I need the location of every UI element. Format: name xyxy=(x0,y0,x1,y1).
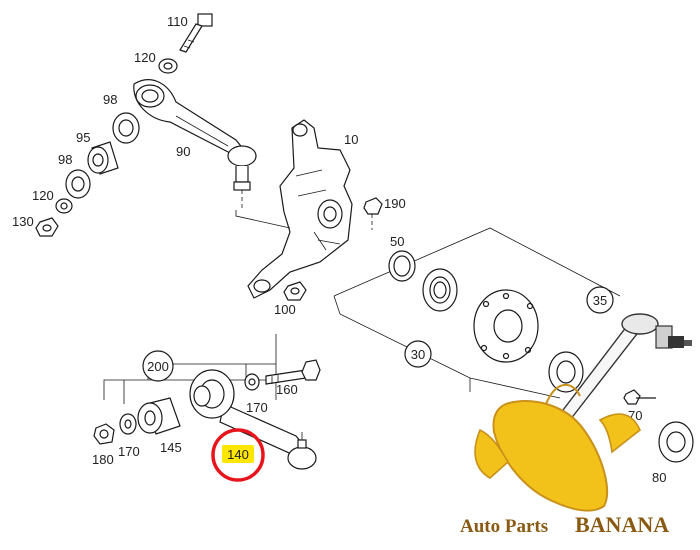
label-180: 180 xyxy=(92,452,114,467)
svg-text:200: 200 xyxy=(147,359,169,374)
brand-prefix: Auto Parts xyxy=(460,516,548,537)
bushing-145 xyxy=(137,397,181,435)
nut-130 xyxy=(35,217,59,237)
upper-arm-90 xyxy=(133,79,257,210)
label-140: 140 xyxy=(227,447,249,462)
seal-50 xyxy=(388,250,416,282)
upper-control-arm-assembly xyxy=(35,13,257,237)
bolt-70 xyxy=(623,389,656,405)
label-50: 50 xyxy=(390,234,404,249)
bolt-190 xyxy=(363,197,383,230)
label-130: 130 xyxy=(12,214,34,229)
callout-200: 200 xyxy=(142,350,174,382)
label-100: 100 xyxy=(274,302,296,317)
brand-name: BANANA xyxy=(575,512,669,537)
callout-140-highlight: 140 xyxy=(211,428,265,482)
label-80: 80 xyxy=(652,470,666,485)
callout-35: 35 xyxy=(586,286,614,314)
svg-text:35: 35 xyxy=(593,293,607,308)
label-170-right: 170 xyxy=(246,400,268,415)
label-145: 145 xyxy=(160,440,182,455)
wheel-hub-35 xyxy=(473,289,539,363)
label-10: 10 xyxy=(344,132,358,147)
bushing-98-bottom xyxy=(65,169,91,199)
wheel-bearing-30 xyxy=(422,268,458,312)
bolt-110 xyxy=(179,13,213,53)
label-98-bottom: 98 xyxy=(58,152,72,167)
label-90: 90 xyxy=(176,144,190,159)
nut-100 xyxy=(283,281,307,301)
washer-170-right xyxy=(244,373,260,391)
label-110: 110 xyxy=(167,14,188,29)
bushing-95 xyxy=(87,141,119,175)
svg-text:30: 30 xyxy=(411,347,425,362)
label-160: 160 xyxy=(276,382,298,397)
washer-120-bottom xyxy=(55,198,73,214)
label-95: 95 xyxy=(76,130,90,145)
steering-knuckle-10 xyxy=(235,119,353,299)
lower-arm-140 xyxy=(189,369,317,470)
label-120-bottom: 120 xyxy=(32,188,54,203)
washer-120-top xyxy=(158,58,178,74)
bolt-160 xyxy=(265,359,321,385)
callout-labels: 110 120 98 95 98 120 130 90 10 190 100 5… xyxy=(12,14,666,485)
hub-group-frame xyxy=(333,227,621,399)
wheel-bearing-outer xyxy=(548,351,584,393)
label-190: 190 xyxy=(384,196,406,211)
washer-170-left xyxy=(119,413,137,435)
cap-80 xyxy=(658,421,694,463)
bushing-98-top xyxy=(112,112,140,144)
callout-30: 30 xyxy=(404,340,432,368)
nut-180 xyxy=(93,423,115,445)
auto-parts-banana-logo: Auto Parts BANANA xyxy=(460,313,692,537)
label-98-top: 98 xyxy=(103,92,117,107)
label-170-left: 170 xyxy=(118,444,140,459)
label-120-top: 120 xyxy=(134,50,156,65)
